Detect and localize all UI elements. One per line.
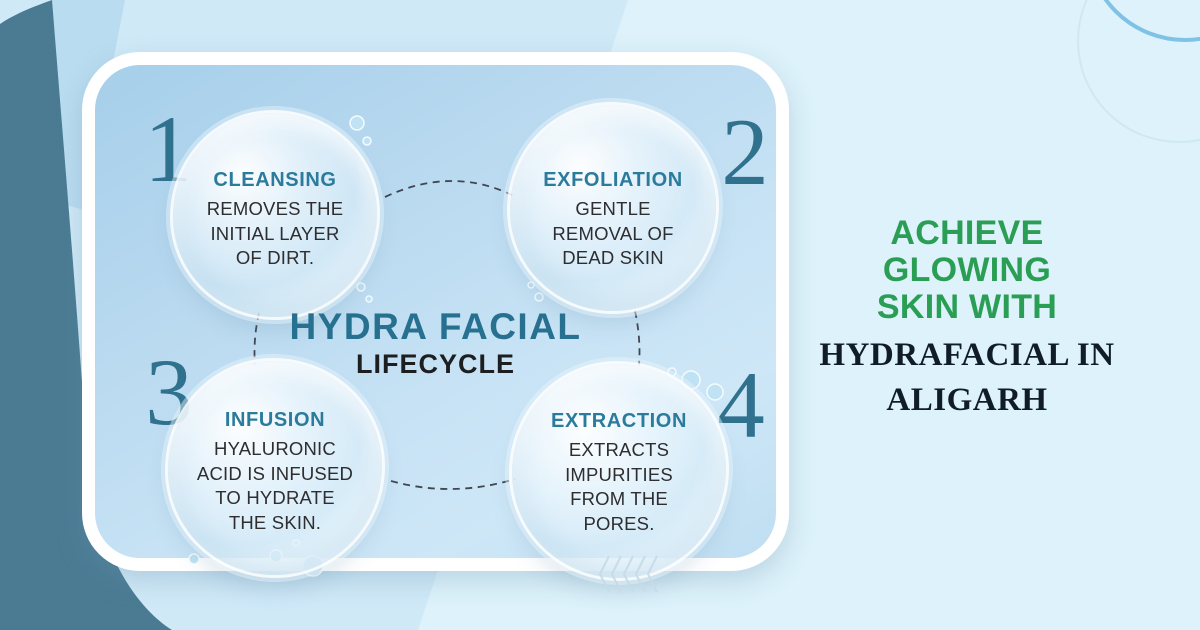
card-title-line2: LIFECYCLE [355,348,515,379]
headline-dark-line2: ALIGARH [886,382,1048,418]
step-bubble-exfoliation: EXFOLIATION GENTLE REMOVAL OF DEAD SKIN [510,105,716,311]
step-title: INFUSION [224,409,326,431]
step-line: REMOVAL OF [552,222,674,244]
dark-teal-crescent-shape [0,0,172,630]
headline-block: ACHIEVE GLOWING SKIN WITH HYDRAFACIAL IN… [812,215,1122,423]
step-bubble-infusion: INFUSION HYALURONIC ACID IS INFUSED TO H… [168,361,382,575]
step-line: TO HYDRATE [215,487,335,508]
headline-dark-line1: HYDRAFACIAL IN [819,337,1115,373]
step-line: REMOVES THE [206,198,344,219]
headline-green-line1: ACHIEVE GLOWING [882,214,1052,289]
headline-green-line2: SKIN WITH [876,288,1058,326]
step-line: THE SKIN. [228,511,322,533]
dashed-arc-top [384,180,517,198]
step-title: EXTRACTION [551,410,687,432]
dashed-arc-bottom [390,478,516,490]
step-line: PORES. [583,512,655,534]
step-line: OF DIRT. [235,247,315,268]
blue-arc-decor [1103,0,1200,42]
card-center-title: HYDRA FACIAL LIFECYCLE [95,306,776,380]
step-title: CLEANSING [213,169,337,191]
chevrons-decor-icon [598,555,658,593]
step-line: FROM THE [570,488,668,509]
step-title: EXFOLIATION [543,169,683,191]
step-line: EXTRACTS [568,439,670,460]
step-bubble-extraction: EXTRACTION EXTRACTS IMPURITIES FROM THE … [512,364,726,578]
step-line: DEAD SKIN [562,247,664,268]
hydra-facial-lifecycle-card: 1 2 3 4 CLEANSING REMOVES THE INITIAL LA… [82,52,789,578]
card-title-line1: HYDRA FACIAL [289,306,582,347]
step-line: ACID IS INFUSED [196,462,354,484]
step-number-4: 4 [717,352,765,458]
step-line: INITIAL LAYER [210,222,340,244]
faint-circle-decor [1077,0,1200,143]
step-line: GENTLE [575,198,651,219]
step-line: HYALURONIC [214,438,336,459]
step-number-2: 2 [721,99,769,205]
step-line: IMPURITIES [565,463,673,485]
step-bubble-cleansing: CLEANSING REMOVES THE INITIAL LAYER OF D… [173,113,377,317]
